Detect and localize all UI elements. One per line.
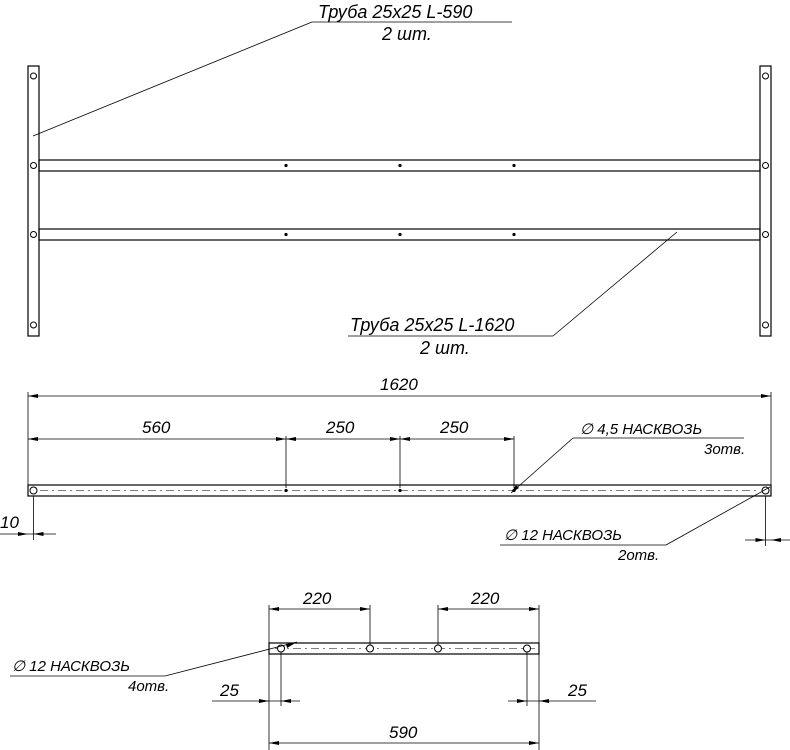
right-short-tube xyxy=(759,65,772,337)
dim-250-a: 250 xyxy=(325,418,355,437)
dim-10: 10 xyxy=(0,513,19,532)
long-tube-qty: 2 шт. xyxy=(419,338,470,358)
long-tube-view: 1620 560 250 250 10 ∅ 4,5 НАСКВОЗЬ 3отв.… xyxy=(0,375,790,564)
short-tube-part xyxy=(268,642,540,655)
short-tube-qty: 2 шт. xyxy=(381,24,432,44)
hole-small-count: 3отв. xyxy=(704,441,745,458)
left-short-tube xyxy=(27,65,40,337)
dim-1620: 1620 xyxy=(380,375,418,394)
frame-top-view: Труба 25х25 L-590 2 шт. Труба 25х25 L-16… xyxy=(27,2,772,358)
lower-long-tube xyxy=(38,228,761,241)
upper-long-tube xyxy=(38,159,761,172)
hole-large-label: ∅ 12 НАСКВОЗЬ xyxy=(504,527,622,544)
short-tube-view: 220 220 25 25 590 ∅ 12 НАСКВОЗЬ 4отв. xyxy=(10,589,596,750)
dim-590: 590 xyxy=(389,723,418,742)
dim-560: 560 xyxy=(142,418,171,437)
long-tube-part xyxy=(27,484,772,497)
hole-small-label: ∅ 4,5 НАСКВОЗЬ xyxy=(580,421,702,438)
dim-25-right: 25 xyxy=(567,681,587,700)
long-tube-label: Труба 25х25 L-1620 xyxy=(350,315,514,335)
dim-25-left: 25 xyxy=(219,681,239,700)
short-hole-label: ∅ 12 НАСКВОЗЬ xyxy=(12,658,130,675)
short-hole-count: 4отв. xyxy=(128,678,169,695)
hole-large-count: 2отв. xyxy=(617,547,659,564)
dim-220-left: 220 xyxy=(302,589,332,608)
dim-250-b: 250 xyxy=(439,418,469,437)
short-tube-label: Труба 25х25 L-590 xyxy=(318,2,472,22)
dim-220-right: 220 xyxy=(470,589,500,608)
